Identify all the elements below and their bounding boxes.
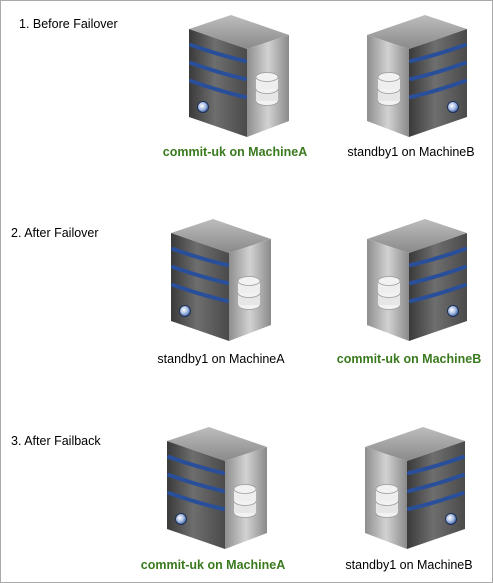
server-tower-icon <box>355 421 475 551</box>
server-label: standby1 on MachineB <box>347 145 475 159</box>
server-tower-icon <box>179 9 299 139</box>
server-tower-icon <box>357 213 477 343</box>
step-title: 1. Before Failover <box>19 17 118 31</box>
server-tower-icon <box>357 9 477 139</box>
server-label: commit-uk on MachineA <box>140 558 286 572</box>
server-tower-icon <box>161 213 281 343</box>
server-label: standby1 on MachineA <box>157 352 285 366</box>
server-label: commit-uk on MachineA <box>162 145 308 159</box>
server-tower-icon <box>157 421 277 551</box>
step-title: 2. After Failover <box>11 226 99 240</box>
server-label: standby1 on MachineB <box>345 558 473 572</box>
server-label: commit-uk on MachineB <box>336 352 482 366</box>
step-title: 3. After Failback <box>11 434 101 448</box>
